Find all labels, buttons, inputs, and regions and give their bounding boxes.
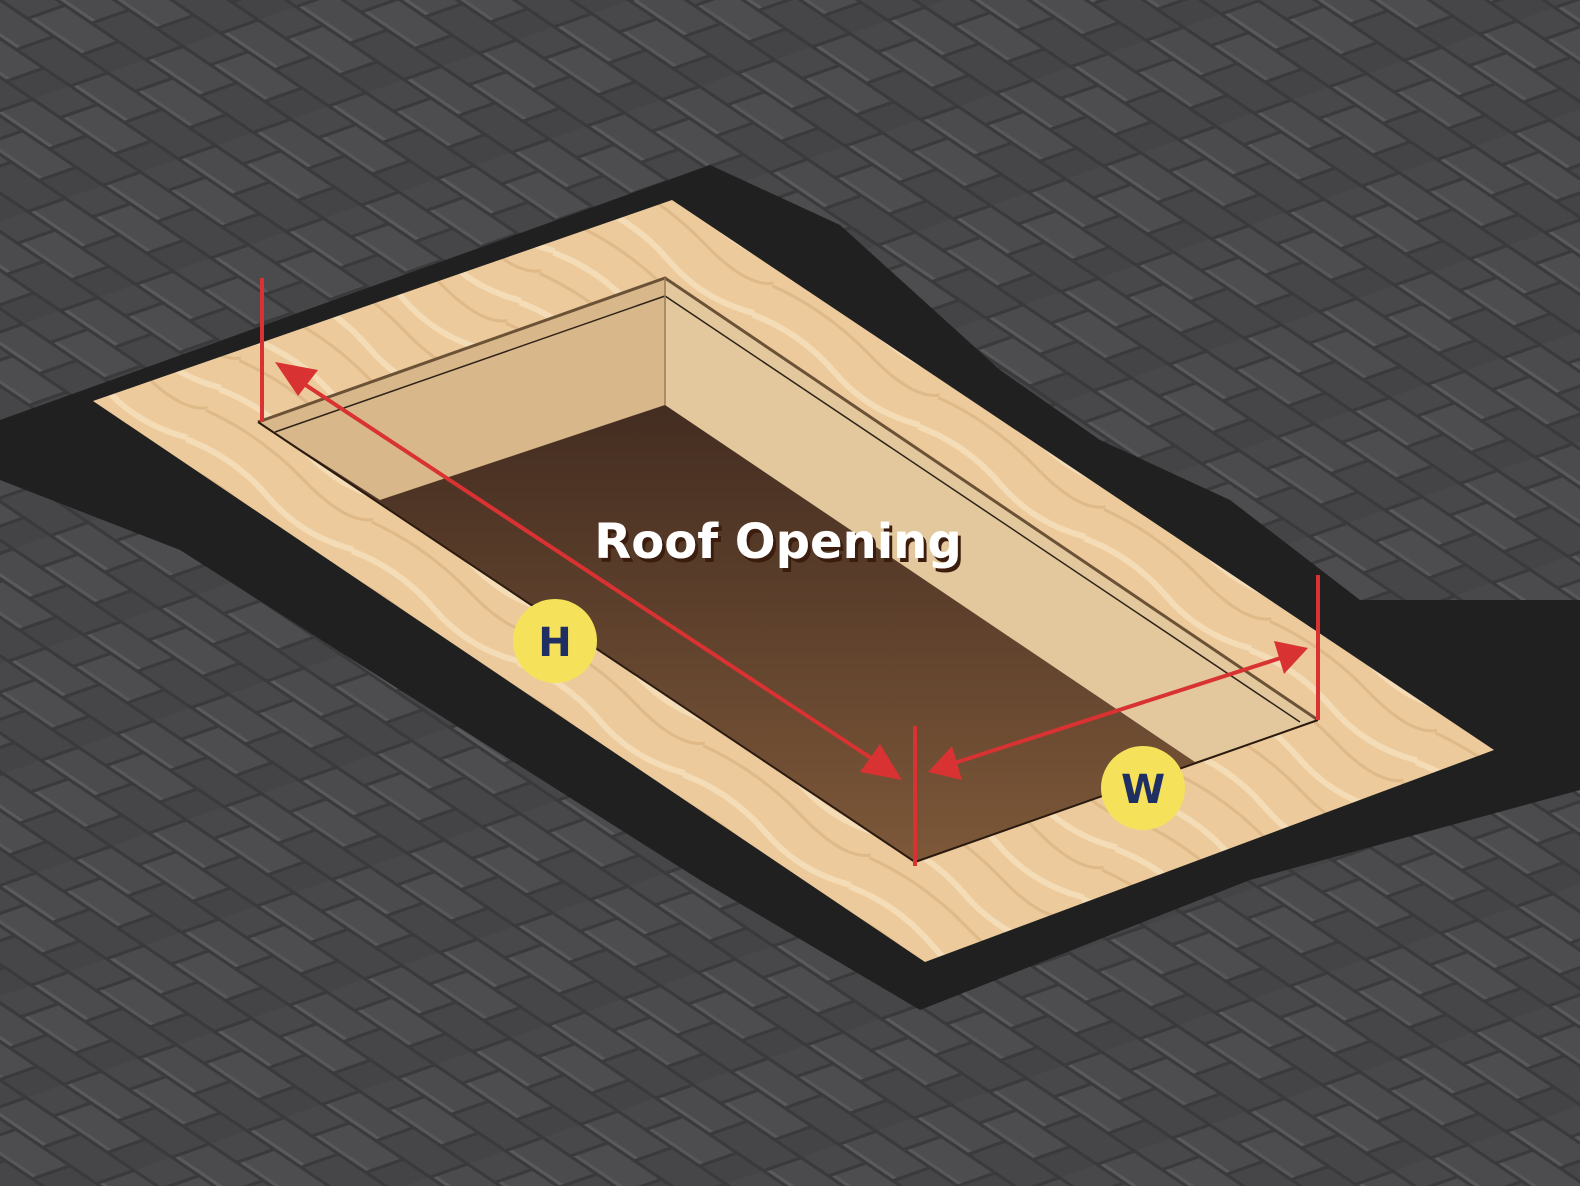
height-badge: H [513,599,597,683]
width-badge-label: W [1121,767,1165,813]
side-wall [665,278,1318,762]
title-label: Roof Opening [594,514,961,570]
height-arrowhead-bottom [860,744,902,780]
height-arrowhead-top [275,362,318,396]
width-badge: W [1101,746,1185,830]
width-arrowhead-left [928,746,962,780]
back-wall [258,278,665,500]
height-arrow-line [293,376,882,766]
height-badge-label: H [538,620,571,666]
width-arrow-line [944,653,1291,768]
width-arrowhead-right [1274,641,1308,674]
dimension-lines [260,278,1320,866]
